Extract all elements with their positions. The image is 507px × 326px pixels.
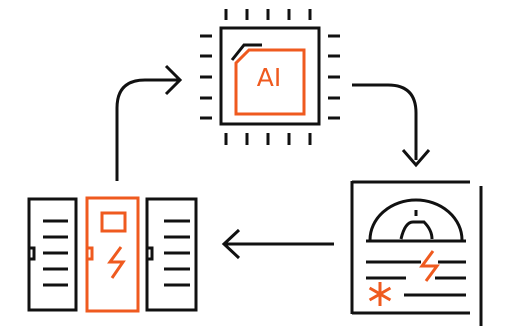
- gauge-dial: [399, 220, 434, 240]
- cabinet-center: [85, 196, 140, 313]
- cabinet-display: [100, 211, 127, 233]
- chip-label: AI: [256, 63, 282, 92]
- cooling-gauge-panel-icon: [350, 180, 483, 326]
- snowflake-icon: [368, 282, 392, 306]
- arrowhead: [164, 64, 183, 96]
- panel-power-icon: [419, 250, 440, 282]
- arrowhead: [221, 228, 241, 260]
- cabinet-power-icon: [107, 246, 126, 279]
- ai-chip-icon: [200, 9, 340, 145]
- arrow-panel-to-rack: [221, 228, 334, 260]
- arrow-chip-to-panel: [352, 83, 431, 168]
- power-cabinet-center: [85, 196, 140, 313]
- chip-corner-mark: [230, 43, 262, 61]
- arrow-rack-to-chip: [115, 64, 183, 181]
- server-rack-power-icon: [27, 197, 198, 312]
- cabinet-handle: [145, 246, 154, 261]
- arrowhead: [401, 149, 431, 168]
- gauge-arc: [368, 198, 464, 241]
- cabinet-handle: [27, 246, 36, 261]
- chip-body-outline: [219, 26, 321, 126]
- chip-die-outline: [234, 48, 306, 116]
- cabinet-handle: [85, 246, 94, 261]
